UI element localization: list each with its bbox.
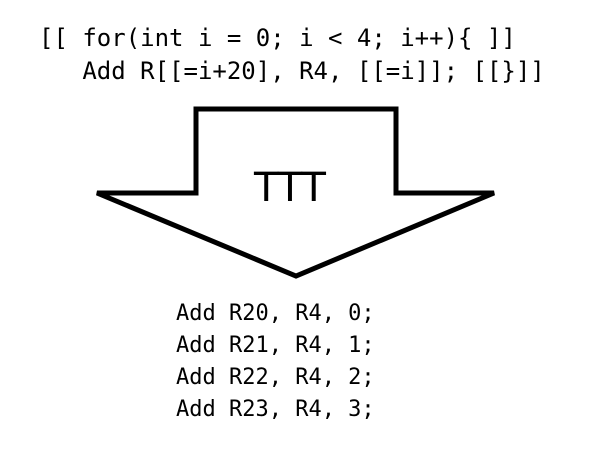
output-line-4: Add R23, R4, 3; [176, 397, 375, 422]
template-line-1: [[ for(int i = 0; i < 4; i++){ ]] [39, 24, 516, 52]
arrow-label: TTT [253, 165, 326, 211]
down-arrow-shape [96, 106, 495, 279]
template-code-block: [[ for(int i = 0; i < 4; i++){ ]] Add R[… [39, 22, 545, 88]
template-line-2: Add R[[=i+20], R4, [[=i]]; [[}]] [39, 57, 545, 85]
output-line-3: Add R22, R4, 2; [176, 365, 375, 390]
output-line-2: Add R21, R4, 1; [176, 333, 375, 358]
output-code-block: Add R20, R4, 0; Add R21, R4, 1; Add R22, R… [176, 298, 375, 426]
output-line-1: Add R20, R4, 0; [176, 301, 375, 326]
